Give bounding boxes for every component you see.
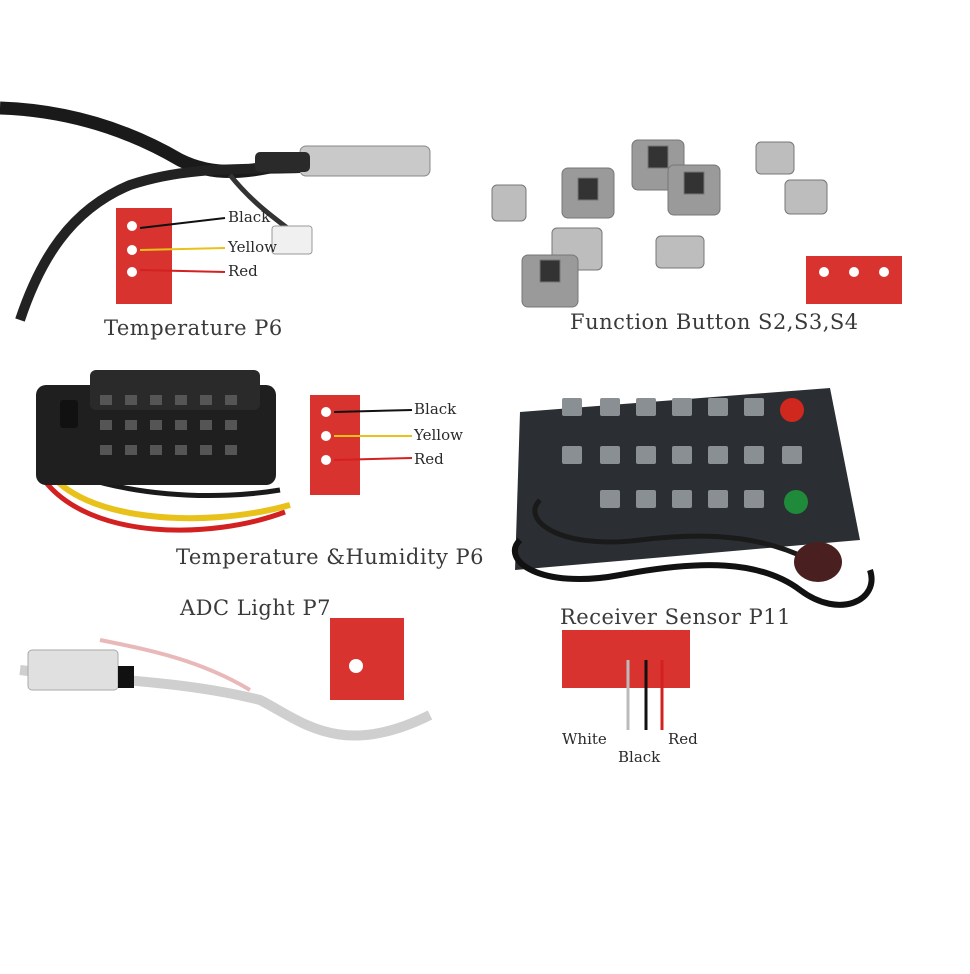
wire-label-yellow: Yellow bbox=[414, 426, 463, 444]
wire-label-black: Black bbox=[228, 208, 271, 226]
caption-ir: Receiver Sensor P11 bbox=[560, 605, 791, 629]
temperature-pcb-icon bbox=[116, 208, 226, 304]
light-sensor-module-icon bbox=[19, 618, 433, 741]
ir-receiver-icon bbox=[511, 498, 875, 730]
temperature-probe-icon bbox=[0, 101, 431, 322]
caption-light: ADC Light P7 bbox=[180, 596, 331, 620]
wire-label-red: Red bbox=[414, 450, 444, 468]
button-pcb-icon bbox=[806, 256, 902, 304]
caption-temperature: Temperature P6 bbox=[104, 316, 283, 340]
caption-humidity: Temperature &Humidity P6 bbox=[176, 545, 485, 569]
wire-label-black: Black bbox=[618, 748, 661, 766]
wire-label-white: White bbox=[562, 730, 607, 748]
caption-buttons: Function Button S2,S3,S4 bbox=[570, 310, 859, 334]
tactile-switch-icon bbox=[491, 139, 828, 308]
remote-control-icon bbox=[515, 388, 860, 570]
wire-label-red: Red bbox=[668, 730, 698, 748]
dht-sensor-icon bbox=[36, 370, 291, 533]
wire-label-black: Black bbox=[414, 400, 457, 418]
wire-label-red: Red bbox=[228, 262, 258, 280]
humidity-pcb-icon bbox=[310, 395, 413, 495]
wire-label-yellow: Yellow bbox=[228, 238, 277, 256]
